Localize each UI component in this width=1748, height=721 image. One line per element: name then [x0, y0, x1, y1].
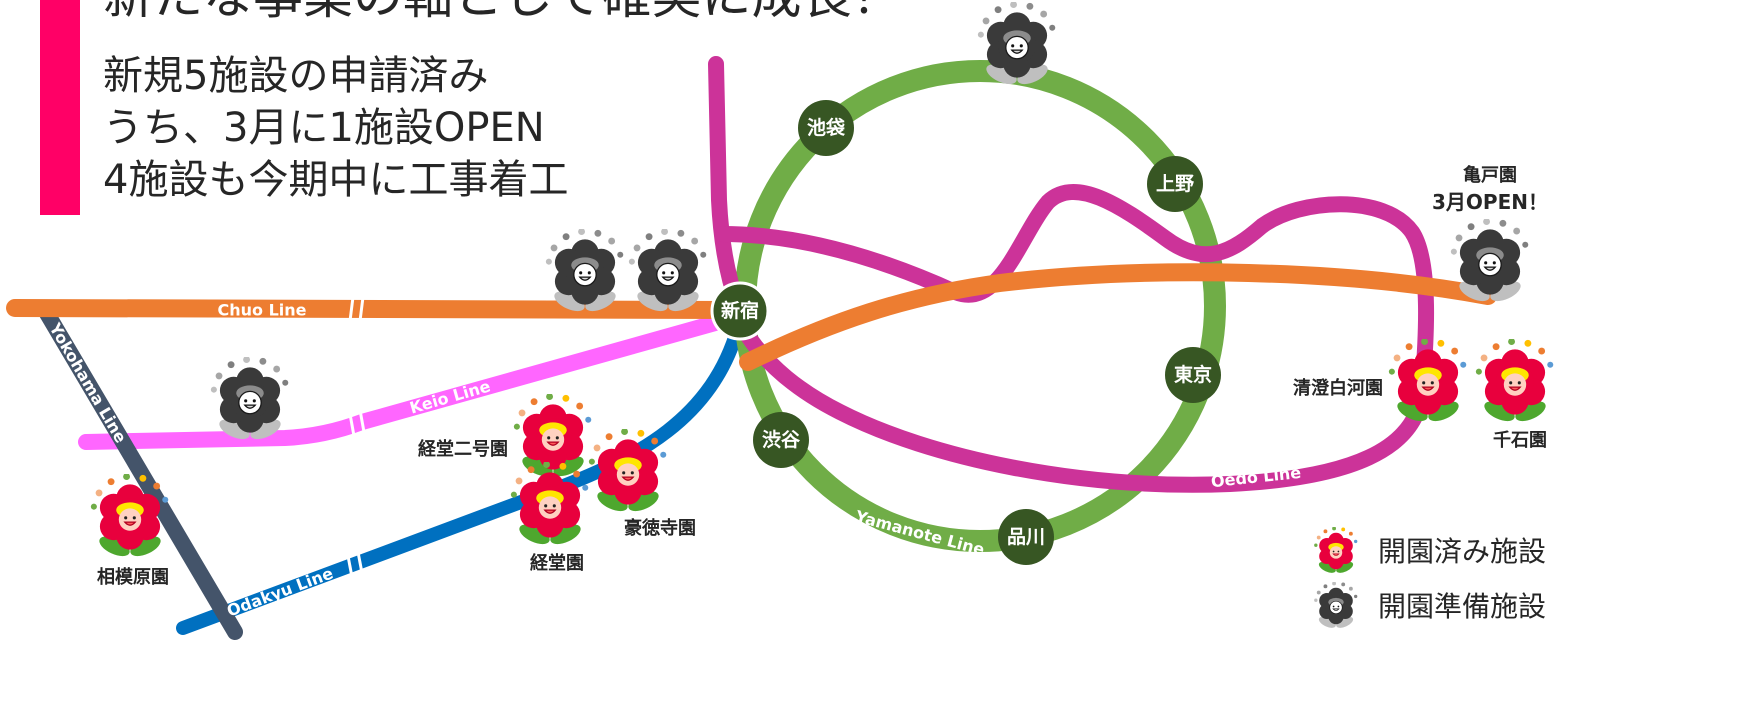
station-label: 品川 — [1007, 526, 1045, 548]
chuo-line-west — [6, 299, 742, 319]
facility-label-sagamihara: 相模原園 — [97, 566, 169, 588]
facility-label-kiyosumi-shirakawa: 清澄白河園 — [1293, 377, 1383, 399]
station-shinagawa: 品川 — [998, 509, 1054, 565]
opened-facility-icon — [1475, 339, 1554, 425]
station-ikebukuro: 池袋 — [798, 100, 854, 156]
preparing-facility-icon — [1450, 219, 1529, 305]
station-marker — [1165, 347, 1221, 403]
legend-opened-label: 開園済み施設 — [1378, 535, 1546, 568]
slide-title: 新たな事業の軸として確実に成長！ — [103, 0, 902, 26]
opened-facility-icon — [90, 474, 169, 560]
chuo-line-label: Chuo Line — [217, 301, 306, 320]
station-label: 上野 — [1156, 173, 1194, 195]
summary-bullets: 新規5施設の申請済み うち、3月に1施設OPEN 4施設も今期中に工事着工 — [103, 50, 568, 206]
station-tokyo: 東京 — [1165, 347, 1221, 403]
odakyu-line-label: Odakyu Line — [224, 563, 336, 620]
facility-label-kyodo: 経堂園 — [530, 552, 584, 574]
preparing-facility-icon — [545, 229, 624, 315]
legend-preparing-label: 開園準備施設 — [1378, 590, 1546, 623]
opened-facility-icon — [1388, 339, 1467, 425]
accent-bar — [40, 0, 80, 215]
preparing-facility-icon — [628, 229, 707, 315]
station-shinjuku: 新宿 — [710, 281, 770, 341]
facility-label-sengoku: 千石園 — [1493, 430, 1547, 451]
station-marker — [753, 412, 809, 468]
keio-line — [78, 310, 741, 450]
station-ueno: 上野 — [1147, 156, 1203, 212]
oedo-line-north — [708, 56, 746, 314]
preparing-facility-icon — [977, 2, 1056, 88]
station-label: 渋谷 — [762, 428, 801, 451]
chuo-line-east — [739, 263, 1497, 371]
facility-note-kameido: 3月OPEN！ — [1432, 190, 1548, 214]
station-shibuya: 渋谷 — [753, 412, 809, 468]
yokohama-line-label: Yokohama Line — [45, 319, 131, 446]
bullet-line: 4施設も今期中に工事着工 — [103, 157, 569, 203]
line-break-marks — [346, 296, 366, 578]
bullet-line: うち、3月に1施設OPEN — [103, 105, 545, 151]
yokohama-line — [37, 302, 243, 640]
opened-facility-icon — [513, 394, 592, 480]
station-marker — [798, 100, 854, 156]
opened-facility-icon — [1313, 527, 1358, 575]
facility-label-gotokuji: 豪徳寺園 — [624, 517, 696, 539]
station-label: 新宿 — [721, 299, 759, 322]
oedo-line-loop — [714, 184, 1435, 493]
station-marker — [998, 509, 1054, 565]
chuo-break-mark — [358, 296, 365, 322]
facility-label-kyodo-nigo: 経堂二号園 — [418, 438, 508, 460]
facility-label-kameido: 亀戸園 — [1463, 164, 1517, 186]
station-label: 東京 — [1174, 363, 1212, 386]
odakyu-break-mark — [356, 551, 364, 574]
keio-line-label: Keio Line — [408, 376, 493, 417]
keio-break-mark — [348, 413, 356, 437]
station-label: 池袋 — [807, 116, 846, 139]
preparing-facility-icon — [210, 357, 289, 443]
legend: 開園済み施設 開園準備施設 — [1313, 527, 1546, 630]
station-marker — [1147, 156, 1203, 212]
bullet-line: 新規5施設の申請済み — [103, 53, 489, 99]
keio-break-mark — [358, 409, 366, 433]
odakyu-break-mark — [346, 555, 354, 578]
chuo-break-mark — [348, 296, 355, 322]
station-marker — [710, 281, 770, 341]
preparing-facility-icon — [1313, 582, 1358, 630]
